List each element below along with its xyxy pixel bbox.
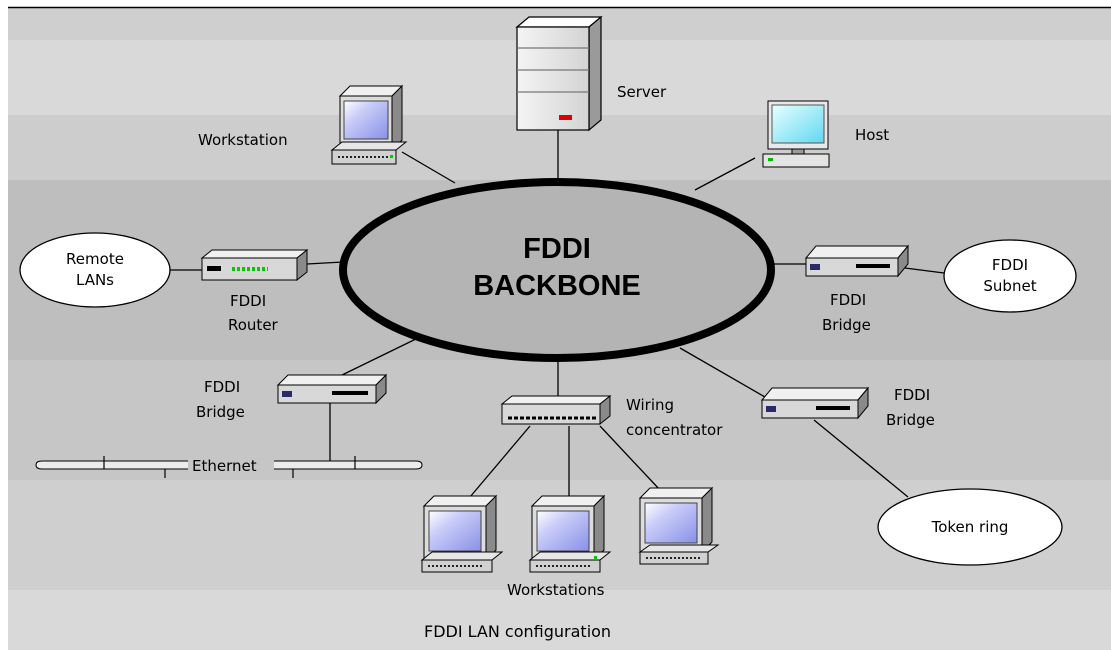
subnet-label-line1: FDDI xyxy=(992,256,1028,274)
bridge-lower-icon xyxy=(760,386,870,420)
bridge-left-link xyxy=(339,336,421,377)
bridge-left-label-line2: Bridge xyxy=(196,403,245,421)
bridge-right-icon xyxy=(804,244,910,278)
fddi-backbone-ring xyxy=(339,178,775,362)
subnet-link xyxy=(904,267,945,274)
bridge-lower-label-line2: Bridge xyxy=(886,411,935,429)
fddi-subnet-cloud xyxy=(943,239,1077,313)
bridge-lower-label-line1: FDDI xyxy=(894,386,930,404)
server-label: Server xyxy=(617,83,667,101)
band xyxy=(8,590,1111,650)
workstation-link xyxy=(401,151,456,184)
backbone-label-line1: FDDI xyxy=(523,233,591,265)
top-margin xyxy=(0,0,1111,8)
left-margin xyxy=(0,8,8,650)
bridge-left-label-line1: FDDI xyxy=(204,378,240,396)
wiring-concentrator-icon xyxy=(500,394,612,426)
concentrator-label-line2: concentrator xyxy=(626,421,723,439)
router-label-line2: Router xyxy=(228,316,279,334)
workstation-label: Workstation xyxy=(198,131,288,149)
ethernet-label: Ethernet xyxy=(192,457,257,475)
host-label: Host xyxy=(855,126,889,144)
ws3-link xyxy=(599,425,661,491)
router-icon xyxy=(200,248,309,282)
token-ring-cloud xyxy=(877,488,1063,566)
bridge-left-icon xyxy=(276,373,388,405)
remote-lans-cloud xyxy=(19,232,171,308)
router-label-line1: FDDI xyxy=(230,292,266,310)
diagram-caption: FDDI LAN configuration xyxy=(424,622,611,641)
workstation-icon xyxy=(330,84,408,165)
workstations-label: Workstations xyxy=(507,581,605,599)
bridge-right-label-line2: Bridge xyxy=(822,316,871,334)
workstation-icon xyxy=(528,494,612,573)
server-icon xyxy=(515,15,603,132)
backbone-label-line2: BACKBONE xyxy=(473,270,641,302)
ethernet-cable xyxy=(35,456,423,478)
subnet-label-line2: Subnet xyxy=(983,277,1036,295)
workstation-icon xyxy=(638,486,720,565)
host-link xyxy=(694,157,756,191)
remote-lans-label-line1: Remote xyxy=(66,250,124,268)
bridge-right-label-line1: FDDI xyxy=(830,291,866,309)
concentrator-label-line1: Wiring xyxy=(626,396,674,414)
remote-lans-label-line2: LANs xyxy=(76,271,114,289)
host-icon xyxy=(762,100,830,168)
ws1-link xyxy=(469,425,531,498)
bridge-lower-link xyxy=(679,347,766,398)
workstation-icon xyxy=(420,494,504,573)
token-ring-label: Token ring xyxy=(931,518,1009,536)
token-ring-link xyxy=(813,419,909,498)
router-link xyxy=(306,261,344,265)
